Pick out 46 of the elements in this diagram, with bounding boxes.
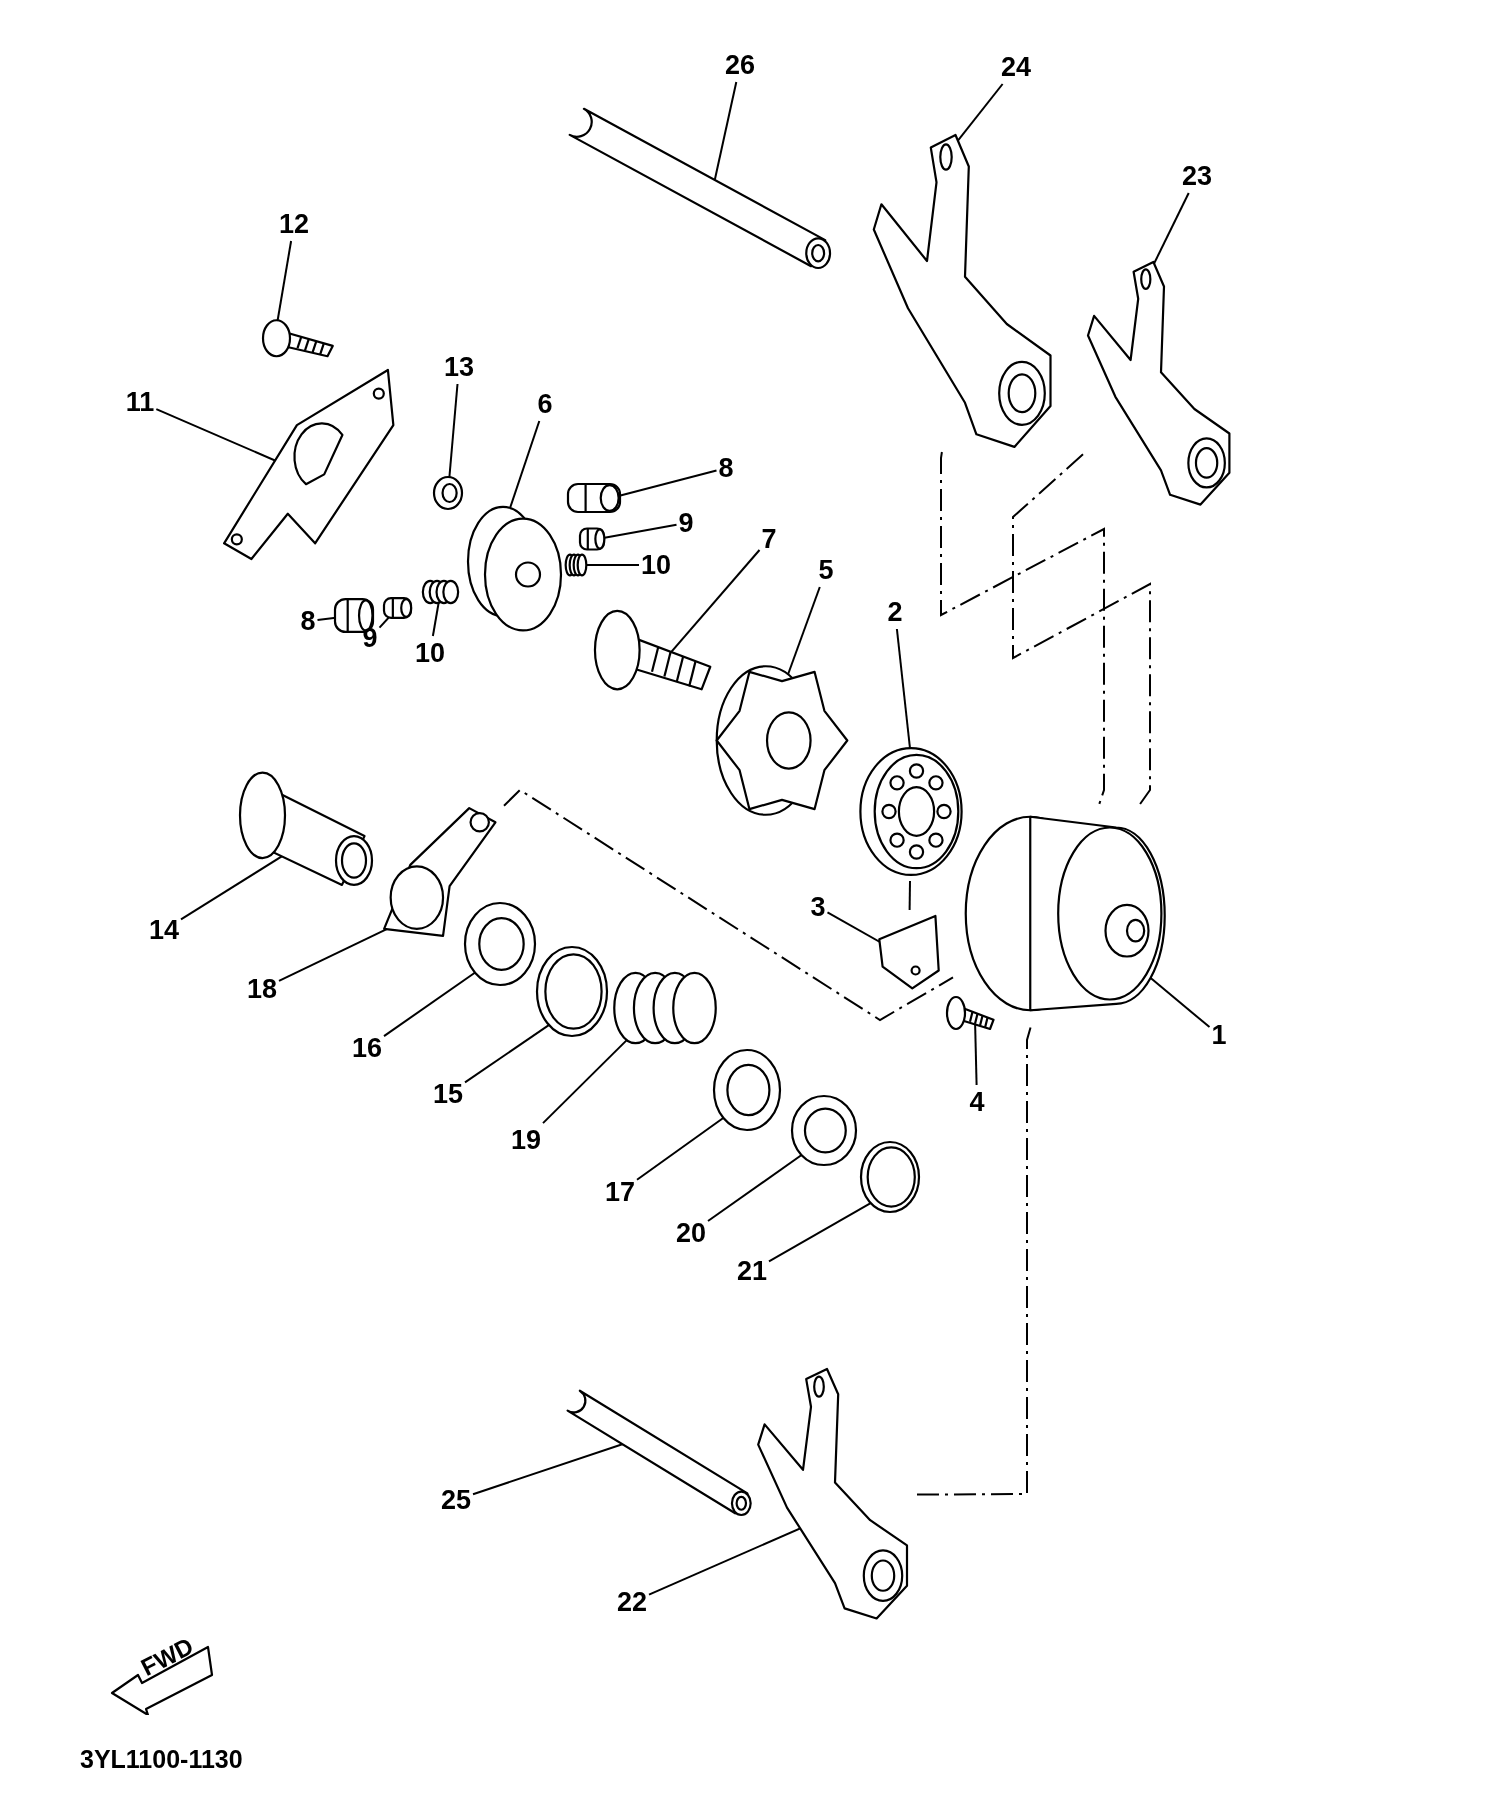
callout-number: 20 xyxy=(676,1218,706,1248)
callout-number: 7 xyxy=(761,524,777,554)
callout-number: 11 xyxy=(125,387,155,417)
spring-drawing xyxy=(564,552,588,578)
callout-number: 18 xyxy=(247,974,277,1004)
callout-number: 8 xyxy=(718,453,734,483)
bearing-drawing xyxy=(856,744,966,879)
nut-drawing xyxy=(432,475,464,511)
callout-number: 14 xyxy=(149,915,179,945)
callout-number: 21 xyxy=(737,1256,767,1286)
callout-number: 8 xyxy=(300,606,316,636)
callout-number: 23 xyxy=(1182,161,1212,191)
callout-number: 3 xyxy=(810,892,826,922)
callout-number: 6 xyxy=(537,389,553,419)
callout-number: 2 xyxy=(887,597,903,627)
alignment-line xyxy=(908,880,911,911)
washer-drawing xyxy=(463,901,537,987)
callout-number: 19 xyxy=(511,1125,541,1155)
washer-drawing xyxy=(712,1048,782,1132)
callout-number: 16 xyxy=(352,1033,382,1063)
alignment-line xyxy=(1012,453,1151,805)
callout-number: 17 xyxy=(605,1177,635,1207)
callout-number: 26 xyxy=(725,50,755,80)
callout-number: 5 xyxy=(818,555,834,585)
callout-number: 24 xyxy=(1001,52,1031,82)
direction-label: FWD xyxy=(136,1632,199,1682)
part-code: 3YL1100-1130 xyxy=(80,1745,243,1774)
circlip-drawing xyxy=(859,1140,921,1214)
washer-drawing xyxy=(790,1094,858,1167)
callout-number: 10 xyxy=(641,550,671,580)
callout-number: 10 xyxy=(415,638,445,668)
alignment-line xyxy=(940,451,1105,805)
spring-drawing xyxy=(420,578,461,606)
alignment-line xyxy=(503,788,954,1022)
circlip-drawing xyxy=(535,945,609,1038)
stopper-drawing xyxy=(876,912,942,990)
callout-number: 25 xyxy=(441,1485,471,1515)
pin-drawing xyxy=(578,524,606,554)
callout-number: 9 xyxy=(678,508,694,538)
callout-number: 22 xyxy=(617,1587,647,1617)
callout-number: 15 xyxy=(433,1079,463,1109)
callout-number: 12 xyxy=(279,209,309,239)
callout-number: 4 xyxy=(969,1087,985,1117)
pin-drawing xyxy=(382,594,413,622)
callout-number: 1 xyxy=(1211,1020,1227,1050)
callout-number: 13 xyxy=(444,352,474,382)
